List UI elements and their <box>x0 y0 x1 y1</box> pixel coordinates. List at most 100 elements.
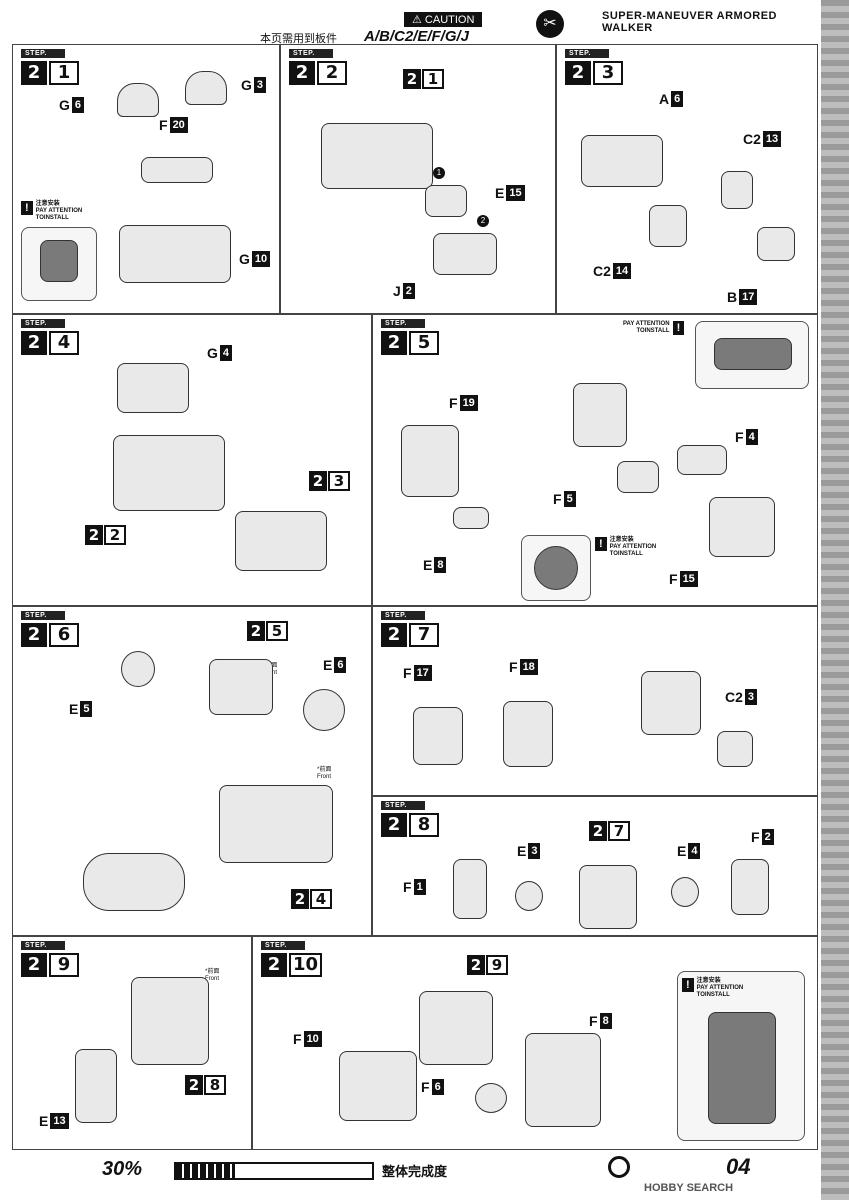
part-f19 <box>401 425 459 497</box>
plates-list: A/B/C2/E/F/G/J <box>364 28 470 45</box>
part-f5 <box>617 461 659 493</box>
exclamation-icon: ! <box>672 321 685 335</box>
step-label: STEP. <box>21 319 65 328</box>
progress-bar <box>174 1162 374 1180</box>
completion-percent: 30% <box>102 1158 143 1180</box>
part-leg <box>641 671 701 735</box>
inset-part <box>708 1012 776 1124</box>
part-body <box>321 123 433 189</box>
part-shoulder <box>209 659 273 715</box>
step-label: STEP. <box>21 49 65 58</box>
part-a6 <box>581 135 663 187</box>
inset-part <box>714 338 792 370</box>
part-f1 <box>453 859 487 919</box>
part-c14 <box>649 205 687 247</box>
part-shoulder-assembly <box>83 853 185 911</box>
part-f6 <box>475 1083 507 1113</box>
part-g4 <box>117 363 189 413</box>
step-label: STEP. <box>381 801 425 810</box>
part-leg-29 <box>419 991 493 1065</box>
part-g10 <box>119 225 231 283</box>
page-title: SUPER-MANEUVER ARMORED WALKER <box>602 10 777 34</box>
part-f20 <box>141 157 213 183</box>
inset-part <box>40 240 78 282</box>
attention-inset <box>21 227 97 301</box>
part-body <box>113 435 225 511</box>
part-f8 <box>525 1033 601 1127</box>
attention-inset-bottom <box>521 535 591 601</box>
step-label: STEP. <box>381 611 425 620</box>
part-e6 <box>303 689 345 731</box>
part-b17 <box>757 227 795 261</box>
caution-badge: ⚠ CAUTION <box>404 12 483 27</box>
step-label: STEP. <box>565 49 609 58</box>
progress-fill <box>176 1164 235 1178</box>
part-leg-28 <box>131 977 209 1065</box>
part-f10 <box>339 1051 417 1121</box>
exclamation-icon: ! <box>21 201 33 215</box>
step-label: STEP. <box>261 941 305 950</box>
side-stripe <box>821 0 849 1200</box>
part-e5 <box>121 651 155 687</box>
pliers-icon: ✂ <box>536 10 564 38</box>
exclamation-icon: ! <box>682 978 694 992</box>
part-e4 <box>671 877 699 907</box>
step-label: STEP. <box>289 49 333 58</box>
exclamation-icon: ! <box>595 537 607 551</box>
brand-logo-icon <box>608 1156 630 1178</box>
part-f15 <box>709 497 775 557</box>
part-c13 <box>721 171 753 209</box>
marker-1: 1 <box>433 167 445 179</box>
part-j2 <box>433 233 497 275</box>
